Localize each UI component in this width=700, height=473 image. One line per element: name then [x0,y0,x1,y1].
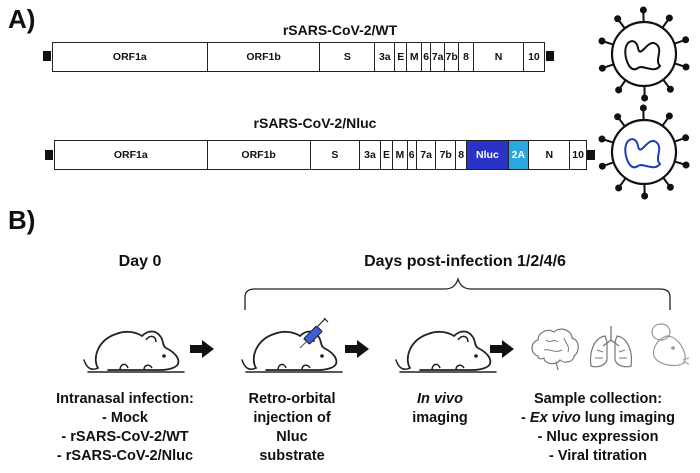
step-injection-line: Retro-orbital [248,391,336,407]
genome-cap-3-nluc [587,150,595,160]
step-collection-line: Sample collection: [533,391,663,407]
genome-cap-5-nluc [45,150,53,160]
virus-wt-icon [598,6,690,102]
genome-segment-e: E [381,141,394,169]
timeline-bracket [244,276,671,310]
genome-segment-10: 10 [572,149,584,161]
genome-title-nluc: rSARS-CoV-2/Nluc [253,115,377,131]
genome-segment-s: S [320,43,376,71]
dpi-label: Days post-infection 1/2/4/6 [364,253,566,270]
organ-icons [531,323,690,371]
genome-segment-orf1a: ORF1a [53,43,208,71]
mouse-icon-injection [241,318,343,373]
in-vivo-italic: In vivo [417,391,463,407]
step-imaging-line: In vivo [390,390,490,409]
genome-segment-e: E [395,43,408,71]
step-infection-line: - rSARS-CoV-2/Nluc [56,448,194,464]
genome-segment-6: 6 [422,43,432,71]
mouse-head-icon [651,323,690,367]
genome-segment-m: M [393,141,408,169]
genome-cap-5-wt [43,51,51,61]
step-collection-text: Sample collection: - Ex vivo lung imagin… [500,390,696,466]
day0-label: Day 0 [118,253,162,270]
genome-segment-nluc: Nluc [467,141,509,169]
step-imaging-line: imaging [412,410,468,426]
genome-segment-n: N [529,141,571,169]
genome-segment-orf1a: ORF1a [55,141,208,169]
panel-b-label: B) [8,205,36,235]
genome-segment-7a: 7a [417,141,437,169]
genome-segment-7b: 7b [436,141,456,169]
step-injection-line: injection of [253,410,331,426]
lungs-icon [589,326,633,368]
virus-nluc-icon [598,104,690,200]
genome-segment-3a: 3a [360,141,381,169]
genome-segment-7a: 7a [431,43,446,71]
step-infection-line: Intranasal infection: [56,391,194,407]
step-collection-line: - Viral titration [548,448,648,464]
genome-segment-3a: 3a [375,43,396,71]
genome-segment-8: 8 [456,141,468,169]
genome-segment-n: N [474,43,524,71]
genome-segment-2a: 2A [508,141,530,169]
genome-segment-6: 6 [408,141,417,169]
arrow-icon-2 [345,340,369,358]
genome-segment-m: M [407,43,423,71]
ex-vivo-italic: Ex vivo [529,410,581,426]
step-infection-line: - rSARS-CoV-2/WT [61,429,189,445]
arrow-icon-3 [490,340,514,358]
mouse-icon-infection [83,330,185,373]
arrow-icon-1 [190,340,214,358]
genome-segment-7b: 7b [445,43,460,71]
genome-title-wt: rSARS-CoV-2/WT [282,22,398,38]
step-injection-text: Retro-orbital injection of Nluc substrat… [232,390,352,466]
genome-segment-orf1b: ORF1b [208,43,321,71]
step-collection-line: - Nluc expression [537,429,659,445]
syringe-icon [299,318,329,349]
genome-segment-8: 8 [459,43,475,71]
genome-segment-orf1b: ORF1b [208,141,311,169]
genome-segment-10: 10 [528,51,540,63]
genome-segment-s: S [311,141,361,169]
step-collection-line: - Ex vivo lung imaging [521,410,675,426]
virus-illustrations [598,6,690,200]
step-injection-line: Nluc [276,429,308,445]
panel-a-label: A) [8,4,36,34]
genome-cap-3-wt [546,51,554,61]
step-imaging-text: In vivo imaging [390,390,490,428]
brain-icon [531,328,579,371]
step-injection-line: substrate [259,448,325,464]
step-infection-text: Intranasal infection: - Mock - rSARS-CoV… [30,390,220,466]
step-infection-line: - Mock [102,410,148,426]
